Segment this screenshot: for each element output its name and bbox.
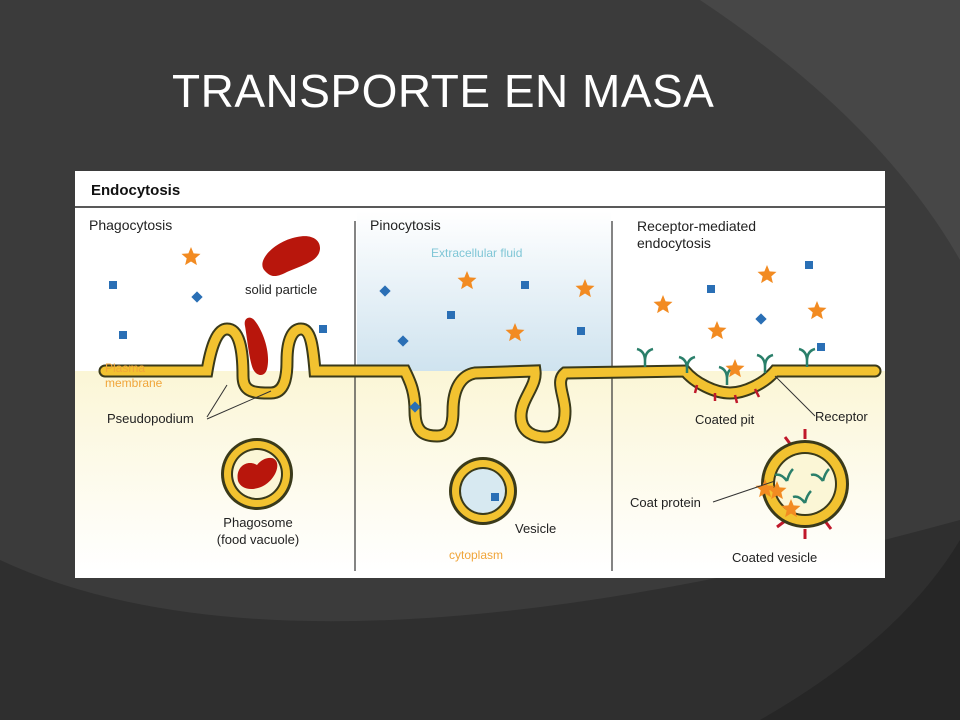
- molecule-square: [397, 335, 409, 347]
- molecule-star: [757, 265, 777, 284]
- pit-coat-proteins: [693, 384, 761, 404]
- molecule-star: [807, 301, 827, 320]
- receptors: [636, 347, 830, 504]
- molecule-square: [521, 281, 529, 289]
- molecule-square: [577, 327, 585, 335]
- extracellular-fluid-label: Extracellular fluid: [431, 246, 523, 260]
- molecule-star: [781, 499, 801, 518]
- section-title-phagocytosis: Phagocytosis: [89, 217, 173, 233]
- pseudopodium-label: Pseudopodium: [107, 411, 194, 426]
- slide-title: TRANSPORTE EN MASA: [172, 65, 715, 117]
- coat-protein-label: Coat protein: [630, 495, 701, 510]
- molecule-square: [119, 331, 127, 339]
- diagram-canvas: [75, 206, 885, 571]
- section-title-pinocytosis: Pinocytosis: [370, 217, 441, 233]
- molecule-square: [191, 291, 203, 303]
- molecule-square: [707, 285, 715, 293]
- molecule-star: [457, 271, 477, 290]
- coated-vesicle: [761, 429, 849, 539]
- endocytosis-diagram: Endocytosis Phagocytosis Pinocytosis Rec…: [75, 171, 885, 578]
- molecule-star: [707, 321, 727, 340]
- plasma-label: Plasma: [105, 361, 146, 375]
- molecule-square: [409, 401, 421, 413]
- molecule-square: [805, 261, 813, 269]
- molecule-star: [755, 479, 775, 498]
- molecule-star: [653, 295, 673, 314]
- membrane-label: membrane: [105, 376, 163, 390]
- molecule-square: [379, 285, 391, 297]
- molecule-markers: [109, 247, 827, 518]
- receptor-label: Receptor: [815, 409, 868, 424]
- diagram-heading: Endocytosis: [91, 182, 181, 199]
- molecule-square: [817, 343, 825, 351]
- extracellular-region: [357, 211, 611, 371]
- molecule-square: [109, 281, 117, 289]
- coated-vesicle-label: Coated vesicle: [732, 550, 818, 565]
- engulfed-particle: [244, 317, 269, 375]
- phagosome-label: Phagosome: [223, 515, 293, 530]
- solid-particle: [262, 236, 321, 277]
- cytoplasm-label: cytoplasm: [449, 548, 504, 562]
- molecule-square: [755, 313, 767, 325]
- molecule-star: [725, 359, 745, 378]
- molecule-square: [447, 311, 455, 319]
- food-vacuole-label: (food vacuole): [216, 532, 300, 547]
- solid-particle-label: solid particle: [245, 282, 318, 297]
- molecule-square: [319, 325, 327, 333]
- molecule-star: [505, 323, 525, 342]
- section-title-endocytosis: endocytosis: [637, 235, 711, 251]
- molecule-star: [181, 247, 201, 266]
- molecule-star: [575, 279, 595, 298]
- coated-pit-label: Coated pit: [695, 412, 755, 427]
- vesicle-label: Vesicle: [515, 521, 557, 536]
- section-title-receptor-mediated: Receptor-mediated: [637, 218, 757, 234]
